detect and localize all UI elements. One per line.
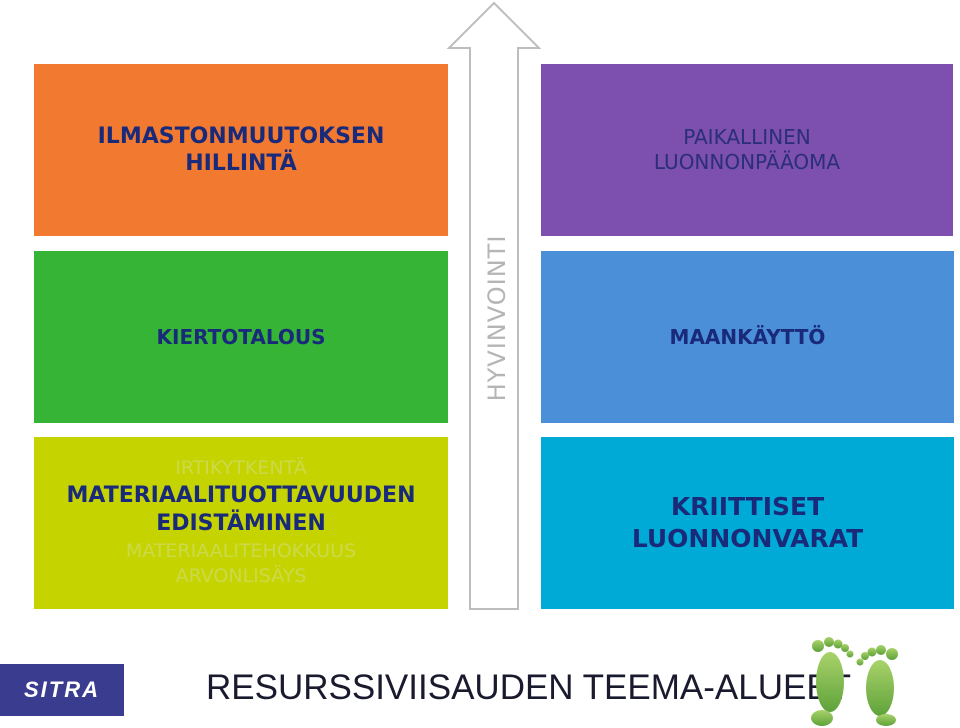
tile-critical-resources: KRIITTISET LUONNONVARAT bbox=[541, 437, 954, 609]
arrow-label-wellbeing: HYVINVOINTI bbox=[483, 234, 511, 402]
tile-material-productivity-label: MATERIAALITUOTTAVUUDEN EDISTÄMINEN bbox=[66, 482, 416, 537]
tile-climate-mitigation: ILMASTONMUUTOKSEN HILLINTÄ bbox=[34, 64, 448, 236]
tile-circular-economy-label: KIERTOTALOUS bbox=[156, 324, 326, 349]
footprints-icon bbox=[811, 637, 898, 726]
sitra-logo-text: SITRA bbox=[24, 677, 100, 702]
sitra-logo: SITRA bbox=[0, 664, 124, 716]
tile-local-natural-capital-label: PAIKALLINEN LUONNONPÄÄOMA bbox=[653, 125, 841, 174]
tile-land-use: MAANKÄYTTÖ bbox=[541, 251, 954, 423]
tile-local-natural-capital: PAIKALLINEN LUONNONPÄÄOMA bbox=[541, 64, 953, 236]
page-title: RESURSSIVIISAUDEN TEEMA-ALUEET bbox=[206, 668, 852, 707]
tile-climate-mitigation-label: ILMASTONMUUTOKSEN HILLINTÄ bbox=[97, 123, 385, 177]
up-arrow-icon bbox=[446, 1, 542, 610]
tile-critical-resources-label: KRIITTISET LUONNONVARAT bbox=[631, 491, 864, 554]
tile-land-use-label: MAANKÄYTTÖ bbox=[669, 324, 826, 349]
tile-material-productivity: IRTIKYTKENTÄ MATERIAALITUOTTAVUUDEN EDIS… bbox=[34, 437, 448, 609]
tile-circular-economy: KIERTOTALOUS bbox=[34, 251, 448, 423]
faint-text-material-efficiency: MATERIAALITEHOKKUUS bbox=[125, 539, 357, 562]
faint-text-decoupling: IRTIKYTKENTÄ bbox=[175, 456, 307, 479]
faint-text-value-added: ARVONLISÄYS bbox=[175, 565, 307, 588]
